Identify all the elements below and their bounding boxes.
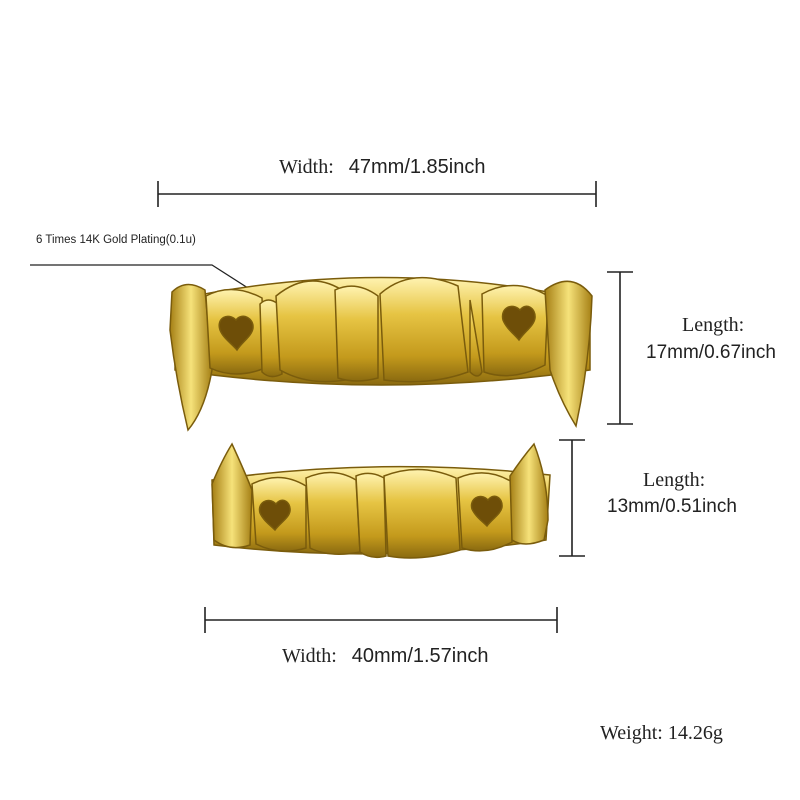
top-length-caption: Length: (682, 314, 745, 336)
top-width-caption: Width: (279, 156, 334, 178)
weight-label: Weight: 14.26g (600, 722, 723, 744)
plating-note: 6 Times 14K Gold Plating(0.1u) (36, 234, 196, 246)
bottom-length-dimension (559, 439, 585, 557)
bottom-length-caption: Length: (643, 469, 706, 491)
bottom-width-value: 40mm/1.57inch (351, 645, 489, 667)
bottom-width-caption: Width: (282, 645, 337, 667)
bottom-length-value: 13mm/0.51inch (607, 496, 737, 517)
top-length-dimension (607, 271, 633, 425)
bottom-grill (211, 442, 551, 559)
bottom-width-dimension (204, 607, 558, 633)
top-grill (169, 276, 593, 432)
top-length-value: 17mm/0.67inch (646, 342, 776, 363)
bottom-width-label: Width: 40mm/1.57inch (282, 645, 489, 668)
top-width-dimension (157, 181, 597, 207)
top-width-label: Width: 47mm/1.85inch (279, 156, 486, 179)
top-width-value: 47mm/1.85inch (348, 156, 486, 178)
